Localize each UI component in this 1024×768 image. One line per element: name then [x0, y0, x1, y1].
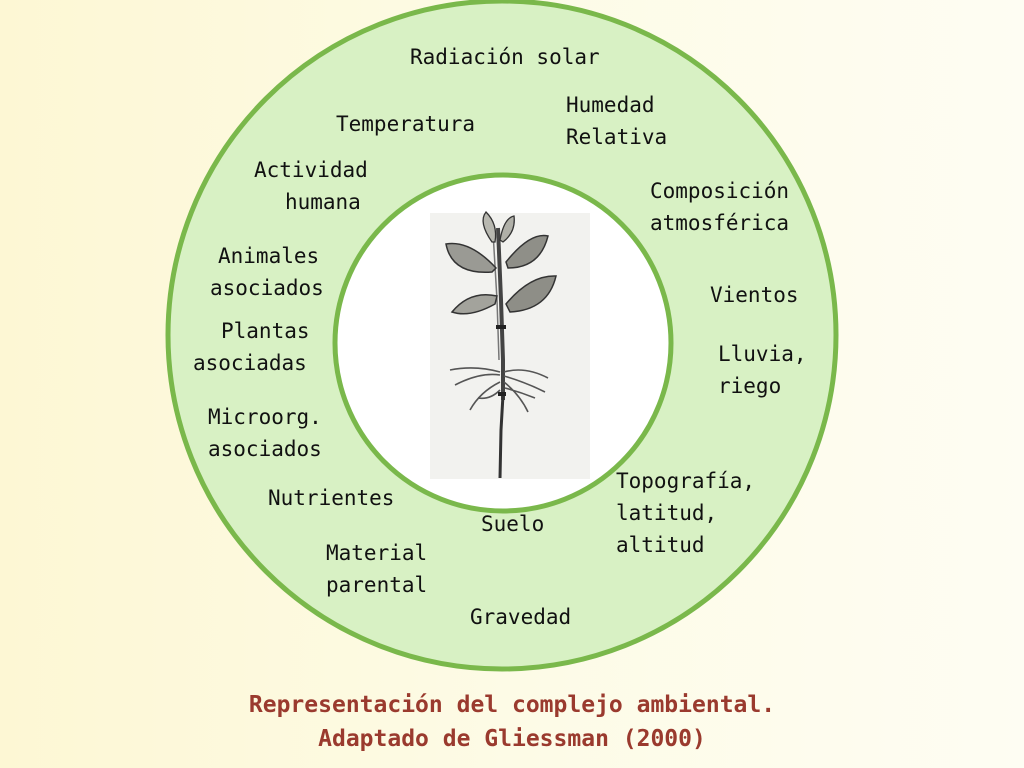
label-line: asociadas — [193, 351, 307, 375]
label-line: humana — [284, 190, 361, 214]
label-line: latitud, — [616, 501, 718, 525]
figure-caption: Representación del complejo ambiental. A… — [0, 688, 1024, 756]
label-humedad-relativa: Humedad Relativa — [566, 89, 667, 153]
label-line: Nutrientes — [268, 486, 395, 510]
label-line: Temperatura — [336, 112, 476, 136]
label-line: atmosférica — [650, 211, 790, 235]
label-composicion-atmosferica: Composición atmosférica — [650, 175, 789, 239]
plant-drawing — [430, 211, 590, 479]
label-line: Animales — [218, 244, 320, 268]
label-material-parental: Material parental — [326, 537, 427, 601]
label-line: asociados — [210, 276, 324, 300]
label-suelo: Suelo — [481, 508, 544, 540]
label-line: asociados — [208, 437, 322, 461]
label-line: Suelo — [481, 512, 545, 536]
caption-line-2: Adaptado de Gliessman (2000) — [318, 726, 706, 752]
label-line: Plantas — [221, 319, 310, 343]
label-gravedad: Gravedad — [470, 601, 571, 633]
label-line: Microorg. — [208, 405, 322, 429]
label-radiacion-solar: Radiación solar — [410, 41, 600, 73]
label-lluvia-riego: Lluvia, riego — [718, 338, 807, 402]
label-temperatura: Temperatura — [336, 108, 475, 140]
label-actividad-humana: Actividad humana — [254, 154, 368, 218]
label-line: Composición — [650, 179, 790, 203]
label-line: Relativa — [566, 125, 668, 149]
label-line: altitud — [616, 533, 705, 557]
label-line: Topografía, — [616, 469, 756, 493]
label-line: Lluvia, — [718, 342, 807, 366]
label-microorg-asociados: Microorg. asociados — [208, 401, 322, 465]
label-vientos: Vientos — [710, 279, 799, 311]
label-plantas-asociadas: Plantas asociadas — [193, 315, 310, 379]
label-line: riego — [718, 374, 782, 398]
label-line: parental — [326, 573, 428, 597]
label-line: Radiación solar — [410, 45, 600, 69]
label-nutrientes: Nutrientes — [268, 482, 394, 514]
label-line: Vientos — [710, 283, 799, 307]
caption-line-1: Representación del complejo ambiental. — [248, 692, 776, 718]
label-line: Actividad — [254, 158, 368, 182]
label-line: Humedad — [566, 93, 655, 117]
label-topografia: Topografía, latitud, altitud — [616, 465, 755, 561]
label-animales-asociados: Animales asociados — [210, 240, 324, 304]
label-line: Gravedad — [470, 605, 572, 629]
label-line: Material — [326, 541, 428, 565]
